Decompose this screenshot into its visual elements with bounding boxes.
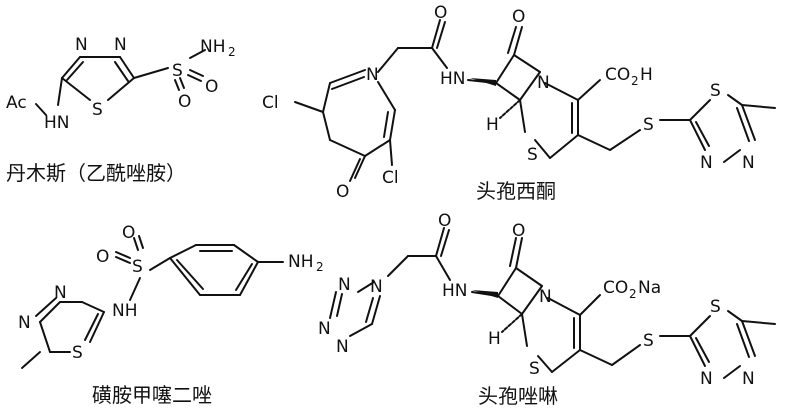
atom-label: N <box>700 369 713 389</box>
atom-label: NH <box>288 252 314 272</box>
atom-label: O <box>178 92 191 112</box>
atom-label: N <box>338 275 351 295</box>
atom-label: N <box>18 313 31 333</box>
wedge-bond <box>470 78 496 86</box>
atom-label: NH <box>200 37 226 57</box>
cefazolin-structure: N N N N O HN O N H S CO 2 Na S S N N 头孢唑… <box>318 211 776 408</box>
atom-label: O <box>512 221 525 241</box>
cefazedone-structure: N Cl Cl O O HN O N H S CO 2 H S S N N 头孢… <box>262 3 776 203</box>
atom-label: N <box>318 319 331 339</box>
sulfamethizole-structure: O O S NH NH 2 N N S 磺胺甲噻二唑 <box>18 223 324 407</box>
atom-label: O <box>434 3 447 23</box>
atom-label: NH <box>112 301 138 321</box>
atom-label: S <box>72 343 83 363</box>
atom-label: N <box>742 153 755 173</box>
atom-label: HN <box>440 69 466 89</box>
atom-label: Cl <box>382 168 399 188</box>
atom-label: S <box>710 81 721 101</box>
compound-name-sulfamethizole: 磺胺甲噻二唑 <box>92 383 212 407</box>
acetazolamide-structure: N N S Ac HN S NH 2 O O 丹木斯（乙酰唑胺） <box>6 35 236 185</box>
atom-label: S <box>529 359 540 379</box>
atom-label: N <box>366 65 379 85</box>
atom-label: HN <box>442 281 468 301</box>
atom-label: Ac <box>6 93 27 113</box>
atom-label: O <box>438 211 451 231</box>
atom-label: O <box>336 182 349 202</box>
atom-label: O <box>512 7 525 27</box>
atom-label: N <box>370 277 383 297</box>
atom-label: Na <box>638 278 661 298</box>
atom-label: N <box>336 337 349 357</box>
atom-label: H <box>488 329 501 349</box>
atom-label: N <box>700 153 713 173</box>
atom-label: 2 <box>316 260 324 274</box>
atom-label: Cl <box>262 93 279 113</box>
atom-label: O <box>122 223 135 243</box>
atom-label: HN <box>44 113 70 133</box>
atom-label: 2 <box>631 74 639 88</box>
compound-name-cefazolin: 头孢唑啉 <box>478 384 558 408</box>
atom-label: CO <box>603 278 628 298</box>
atom-label: N <box>75 35 88 55</box>
atom-label: N <box>537 73 550 93</box>
atom-label: S <box>710 297 721 317</box>
atom-label: N <box>742 369 755 389</box>
wedge-bond <box>472 290 498 298</box>
atom-label: S <box>643 115 654 135</box>
atom-label: N <box>539 287 552 307</box>
atom-label: CO <box>605 65 630 85</box>
compound-name-acetazolamide: 丹木斯（乙酰唑胺） <box>6 161 186 185</box>
atom-label: O <box>205 77 218 97</box>
atom-label: S <box>92 100 103 120</box>
atom-label: S <box>527 145 538 165</box>
atom-label: S <box>172 61 183 81</box>
atom-label: S <box>643 331 654 351</box>
atom-label: H <box>640 65 653 85</box>
atom-label: N <box>54 283 67 303</box>
compound-name-cefazedone: 头孢西酮 <box>476 179 556 203</box>
atom-label: 2 <box>629 287 637 301</box>
atom-label: N <box>114 35 127 55</box>
atom-label: O <box>96 247 109 267</box>
atom-label: 2 <box>228 45 236 59</box>
atom-label: H <box>486 115 499 135</box>
atom-label: S <box>132 257 143 277</box>
